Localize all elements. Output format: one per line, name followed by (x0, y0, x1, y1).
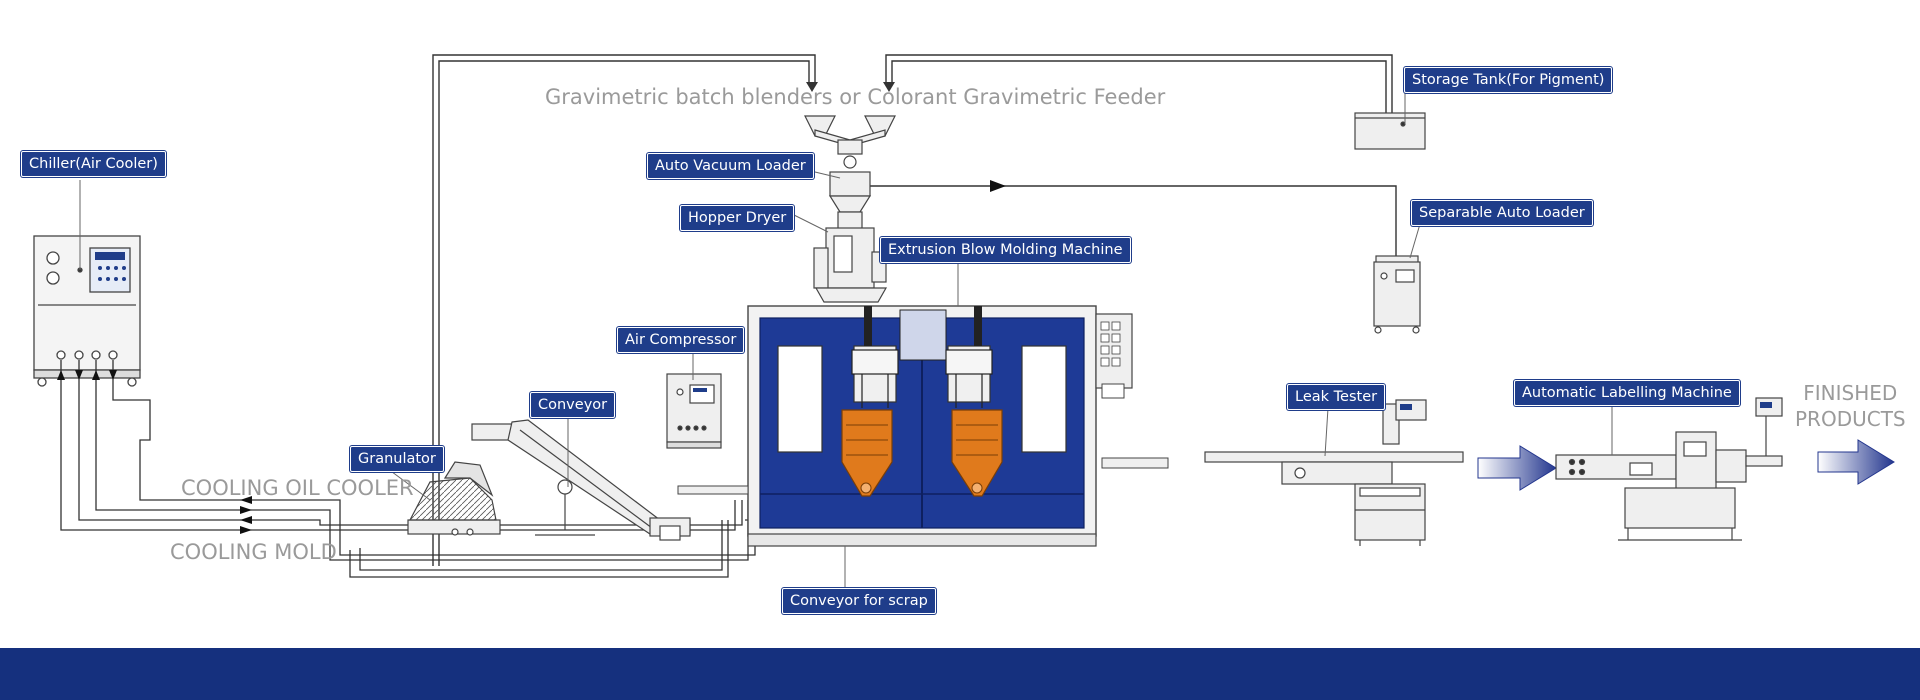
mold-right (951, 409, 1003, 497)
label-conveyor: Conveyor (530, 392, 616, 418)
storage-tank-unit (1354, 112, 1426, 150)
cooling-oil-caption: COOLING OIL COOLER (181, 476, 414, 500)
label-hopper-dryer: Hopper Dryer (680, 205, 795, 231)
label-air-compressor: Air Compressor (617, 327, 745, 353)
flow-arrow-2 (1817, 439, 1895, 485)
finished-products-caption: FINISHED PRODUCTS (1795, 380, 1906, 432)
label-separable-auto-loader: Separable Auto Loader (1411, 200, 1593, 226)
label-chiller: Chiller(Air Cooler) (21, 151, 166, 177)
separable-loader-leader (1409, 223, 1421, 259)
label-storage-tank: Storage Tank(For Pigment) (1404, 67, 1613, 93)
labelling-machine-unit (1555, 397, 1783, 541)
flow-arrow-1 (1477, 445, 1557, 491)
loader-pipe (870, 180, 1397, 260)
finished-line-2: PRODUCTS (1795, 407, 1906, 431)
feed-pipe-right (883, 54, 1393, 115)
mold-left (841, 409, 893, 497)
pipe-arrows (57, 370, 252, 534)
finished-line-1: FINISHED (1803, 381, 1898, 405)
feeder-caption: Gravimetric batch blenders or Colorant G… (545, 85, 1166, 109)
label-granulator: Granulator (350, 446, 444, 472)
hopper-dryer-leader (787, 211, 829, 233)
chiller-unit (33, 235, 141, 387)
label-auto-vacuum-loader: Auto Vacuum Loader (647, 153, 814, 179)
granulator-machine (407, 461, 501, 536)
label-extrusion-machine: Extrusion Blow Molding Machine (880, 237, 1131, 263)
vacuum-loader (804, 115, 896, 231)
cooling-mold-caption: COOLING MOLD (170, 540, 337, 564)
label-scrap-conveyor: Conveyor for scrap (782, 588, 936, 614)
cooling-pipes (60, 360, 761, 578)
label-leak-tester: Leak Tester (1287, 384, 1386, 410)
label-labelling-machine: Automatic Labelling Machine (1514, 380, 1740, 406)
feed-pipe-left (432, 54, 818, 566)
air-compressor-unit (666, 373, 722, 449)
extrusion-blow-molding-machine (677, 305, 1169, 547)
separable-auto-loader-unit (1373, 255, 1421, 334)
leak-tester-leader (1324, 407, 1329, 457)
footer-band (0, 648, 1920, 700)
hopper-dryer-unit (813, 227, 888, 303)
conveyor-machine (471, 419, 691, 541)
leak-tester-machine (1204, 399, 1464, 546)
